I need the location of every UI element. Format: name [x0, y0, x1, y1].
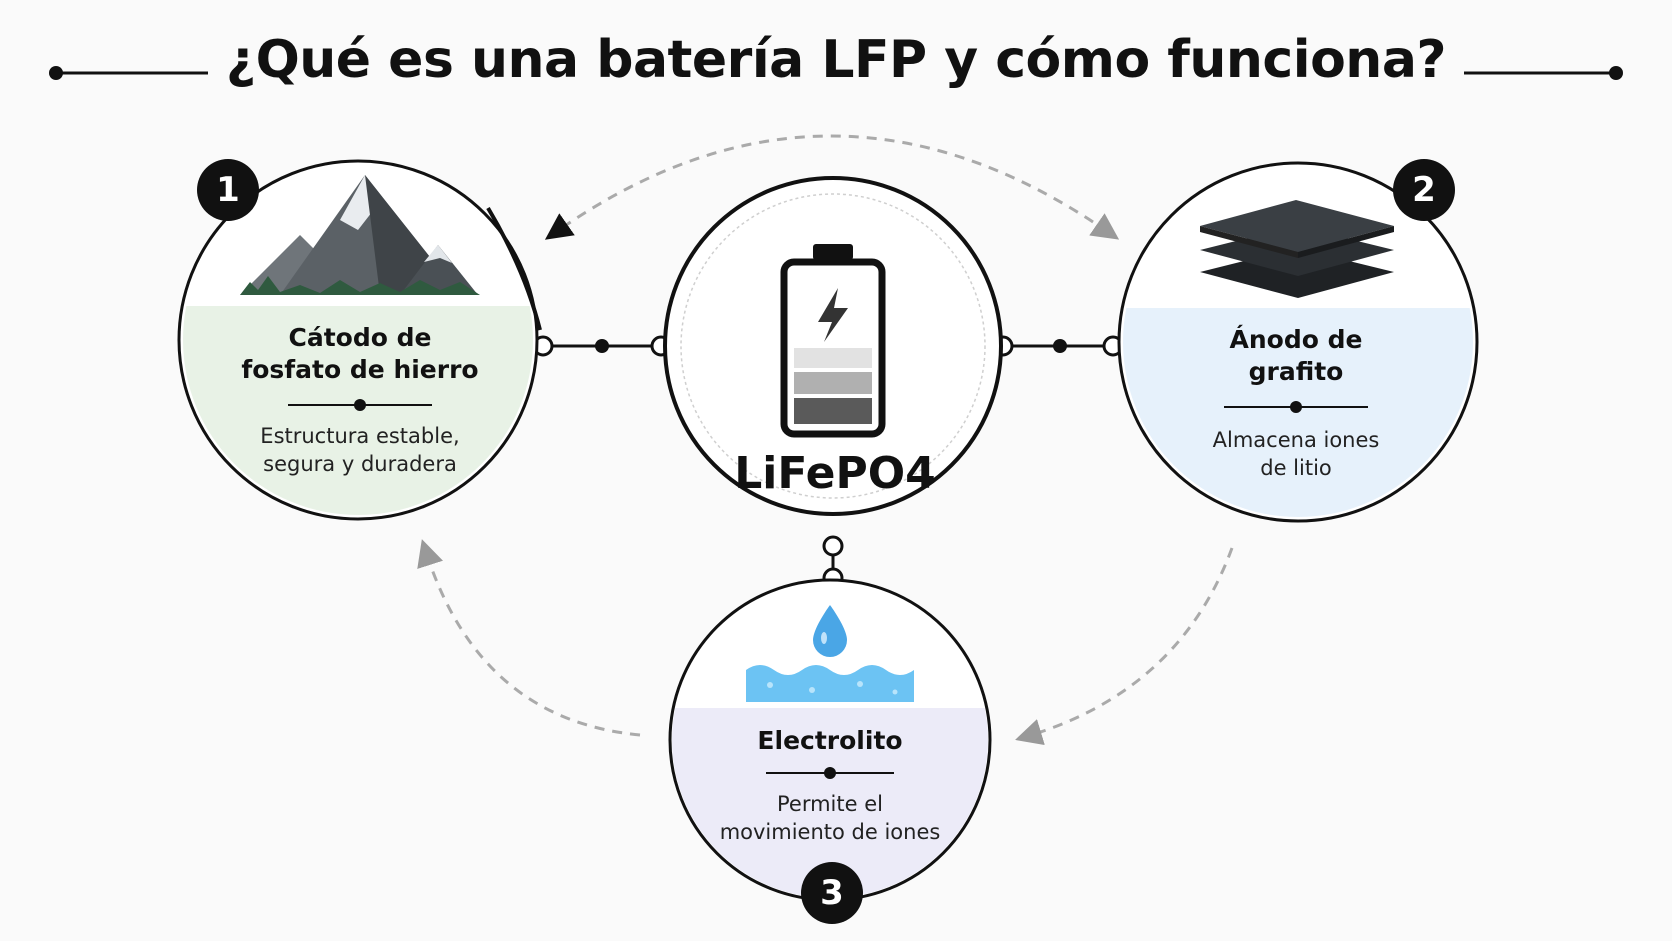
- electrolyte-title-line1: Electrolito: [757, 726, 903, 755]
- connector-right: [992, 335, 1124, 357]
- anode-node: [1117, 161, 1479, 523]
- cycle-arrow-top: [544, 134, 1120, 240]
- water-surface-icon: [746, 665, 914, 702]
- cathode-node: [177, 159, 539, 521]
- electrolyte-desc-line1: Permite el: [777, 792, 883, 816]
- battery-node: [663, 176, 1003, 516]
- anode-desc-line2: de litio: [1260, 456, 1332, 480]
- anode-title: Ánodo de grafito: [1146, 324, 1446, 388]
- badge-1-number: 1: [216, 170, 240, 210]
- electrolyte-description: Permite el movimiento de iones: [680, 790, 980, 846]
- anode-description: Almacena iones de litio: [1146, 426, 1446, 482]
- mountain-icon: [240, 175, 480, 295]
- title-rule-right: [1452, 66, 1623, 80]
- cathode-desc-line2: segura y duradera: [263, 452, 457, 476]
- anode-title-line2: grafito: [1248, 357, 1344, 386]
- cathode-title-line1: Cátodo de: [288, 323, 432, 352]
- badge-3-number: 3: [820, 873, 844, 913]
- cathode-rim-accent: [486, 206, 542, 331]
- page-title: ¿Qué es una batería LFP y cómo funciona?: [0, 30, 1672, 90]
- connector-left: [532, 335, 672, 357]
- cycle-arrow-left: [417, 539, 641, 737]
- battery-label: LiFePO4: [734, 448, 936, 499]
- graphite-layers-icon: [1200, 200, 1394, 298]
- lightning-icon: [818, 288, 848, 342]
- electrolyte-title: Electrolito: [680, 725, 980, 757]
- cathode-description: Estructura estable, segura y duradera: [210, 422, 510, 478]
- cathode-title-line2: fosfato de hierro: [241, 355, 479, 384]
- anode-desc-line1: Almacena iones: [1212, 428, 1380, 452]
- water-drop-icon: [813, 605, 847, 657]
- cathode-title: Cátodo de fosfato de hierro: [210, 322, 510, 386]
- badge-2-number: 2: [1412, 170, 1436, 210]
- title-rule-left: [49, 66, 230, 80]
- battery-icon: [780, 244, 886, 438]
- cathode-desc-line1: Estructura estable,: [260, 424, 460, 448]
- badge-1: [197, 159, 259, 221]
- badge-3: [801, 862, 863, 924]
- anode-title-line1: Ánodo de: [1229, 325, 1363, 354]
- cycle-arrow-right: [1015, 547, 1234, 746]
- badge-2: [1393, 159, 1455, 221]
- electrolyte-desc-line2: movimiento de iones: [719, 820, 941, 844]
